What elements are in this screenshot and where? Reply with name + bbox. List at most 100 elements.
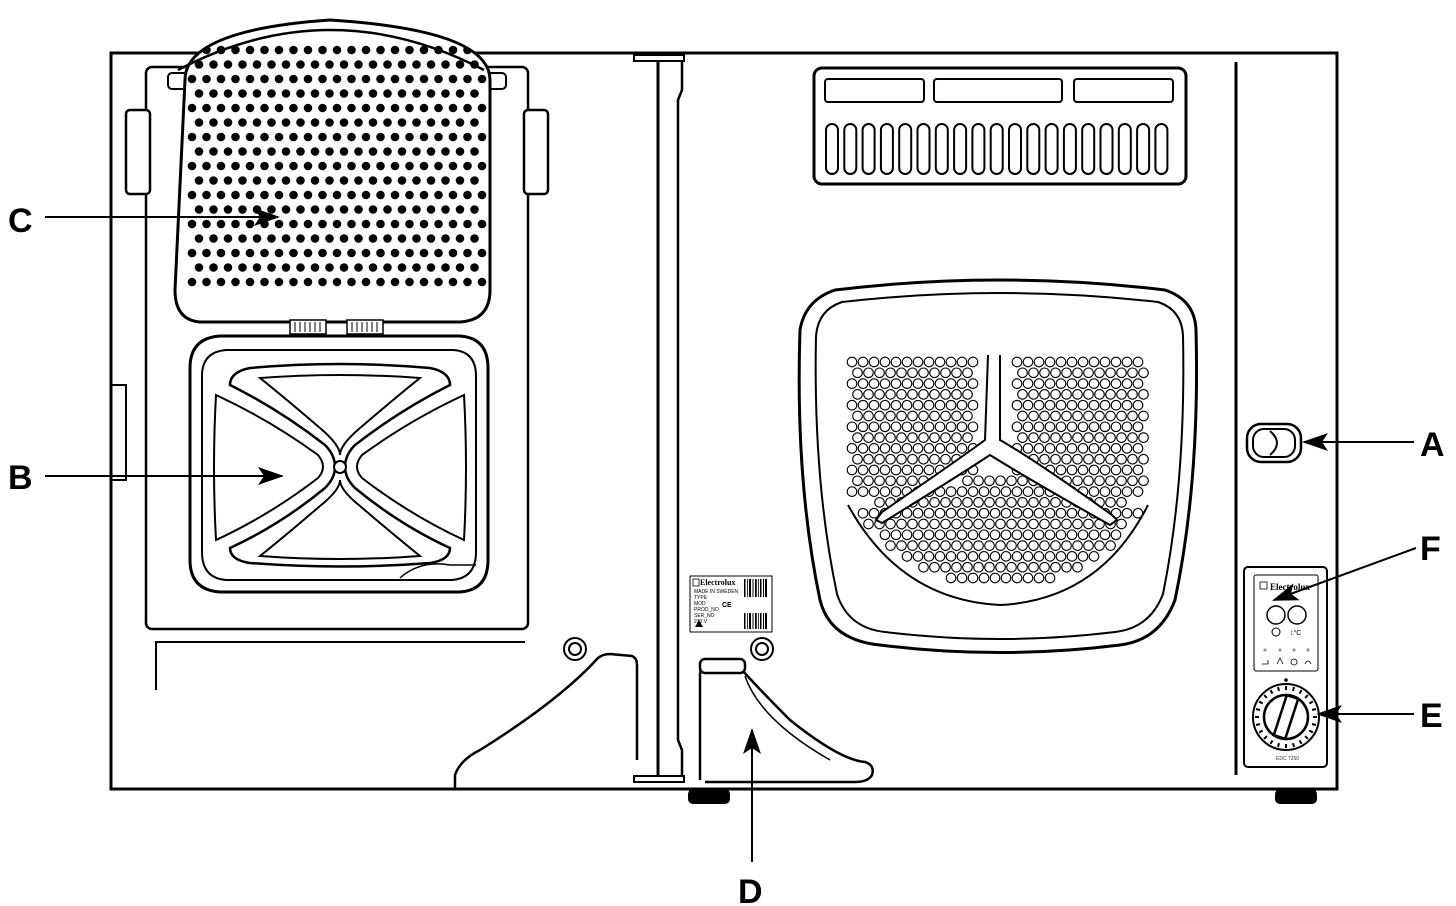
door-perforation bbox=[1072, 453, 1083, 465]
door-perforation bbox=[1017, 561, 1028, 573]
perforation-dot bbox=[470, 118, 479, 127]
door-perforation bbox=[1011, 507, 1023, 519]
door-perforation bbox=[1066, 421, 1078, 433]
perforation-dot bbox=[187, 161, 197, 171]
callout-c: C bbox=[8, 202, 280, 240]
perforation-dot bbox=[368, 234, 378, 243]
vent-slot bbox=[1062, 123, 1077, 175]
perforation-dot bbox=[455, 176, 465, 185]
door-perforation bbox=[1050, 389, 1061, 400]
perforation-dot bbox=[260, 190, 269, 200]
door-perforation bbox=[1066, 378, 1078, 389]
perforation-dot bbox=[347, 219, 356, 229]
door-perforation bbox=[1000, 507, 1012, 519]
door-perforation bbox=[1061, 540, 1072, 551]
door-perforation bbox=[1011, 399, 1023, 411]
dial-tick bbox=[1292, 686, 1295, 692]
door-perforation bbox=[1077, 421, 1089, 433]
door-perforation bbox=[973, 475, 984, 487]
perforation-dot bbox=[318, 248, 327, 258]
door-perforation bbox=[1116, 432, 1127, 443]
door-perforation bbox=[923, 529, 935, 541]
door-perforation bbox=[956, 378, 968, 389]
door-perforation bbox=[973, 561, 984, 573]
door-perforation bbox=[1105, 453, 1116, 465]
perforation-dot bbox=[267, 176, 276, 185]
door-perforation bbox=[918, 432, 929, 443]
callout-label-e: E bbox=[1420, 697, 1443, 735]
lower-duct bbox=[453, 652, 639, 789]
perforation-dot bbox=[390, 277, 400, 287]
dial-tick bbox=[1298, 689, 1303, 695]
perforation-dot bbox=[390, 161, 400, 171]
perforation-dot bbox=[209, 118, 218, 127]
door-perforation bbox=[1050, 410, 1061, 422]
door-perforation bbox=[978, 529, 990, 541]
door-perforation bbox=[945, 551, 957, 562]
door-perforation bbox=[1022, 399, 1034, 411]
door-perforation bbox=[1044, 572, 1056, 584]
vent-slot bbox=[916, 123, 931, 175]
door-perforation bbox=[962, 367, 973, 379]
perforation-dot bbox=[274, 248, 284, 258]
perforation-dot bbox=[202, 103, 211, 113]
door-perforation bbox=[962, 518, 973, 530]
perforation-dot bbox=[448, 45, 458, 55]
perforation-dot bbox=[419, 219, 429, 229]
door-perforation bbox=[929, 540, 940, 551]
perforation-dot bbox=[441, 147, 450, 156]
door-perforation bbox=[1116, 389, 1127, 400]
door-perforation bbox=[956, 529, 968, 541]
perforation-dot bbox=[426, 205, 436, 214]
door-perforation bbox=[896, 453, 907, 465]
perforation-dot bbox=[477, 277, 487, 287]
perforation-dot bbox=[419, 190, 429, 200]
perforation-dot bbox=[434, 161, 443, 171]
door-perforation bbox=[918, 518, 929, 530]
door-perforation bbox=[1017, 367, 1028, 379]
door-perforation bbox=[1088, 551, 1100, 562]
perforation-dot bbox=[470, 263, 479, 272]
perforation-dot bbox=[202, 248, 211, 258]
perforation-dot bbox=[361, 74, 371, 84]
door-perforation bbox=[1055, 551, 1067, 562]
rating-plate: Electrolux MADE IN SWEDEN TYPE MOD PROD_… bbox=[689, 575, 773, 633]
perforation-dot bbox=[376, 103, 385, 113]
door-perforation bbox=[1028, 367, 1039, 379]
perforation-dot bbox=[477, 103, 487, 113]
perforation-dot bbox=[260, 219, 269, 229]
perforation-dot bbox=[296, 147, 305, 156]
perforation-dot bbox=[419, 74, 429, 84]
door-perforation bbox=[901, 529, 913, 541]
perforation-dot bbox=[296, 89, 305, 98]
perforation-dot bbox=[289, 190, 298, 200]
door-perforation bbox=[857, 378, 869, 389]
door-perforation bbox=[918, 453, 929, 465]
perforation-dot bbox=[477, 219, 487, 229]
door-perforation bbox=[1138, 475, 1149, 487]
perforation-dot bbox=[347, 161, 356, 171]
perforation-dot bbox=[426, 147, 436, 156]
warning-icon bbox=[695, 620, 703, 627]
perforation-dot bbox=[209, 205, 218, 214]
door-perforation bbox=[1044, 399, 1056, 411]
door-perforation bbox=[1083, 475, 1094, 487]
perforation-dot bbox=[281, 234, 291, 243]
door-perforation bbox=[846, 399, 858, 411]
vent-slot bbox=[1026, 123, 1041, 175]
door-perforation bbox=[846, 356, 858, 368]
door-perforation bbox=[1022, 378, 1034, 389]
perforation-dot bbox=[361, 277, 371, 287]
perforation-dot bbox=[470, 234, 479, 243]
door-perforation bbox=[1011, 356, 1023, 368]
perforation-dot bbox=[303, 161, 313, 171]
perforation-dot bbox=[347, 45, 356, 55]
door-perforation bbox=[984, 497, 995, 508]
vent-grille bbox=[812, 66, 1188, 186]
perforation-dot bbox=[325, 176, 334, 185]
door-perforation bbox=[879, 378, 891, 389]
perforation-dot bbox=[187, 219, 197, 229]
perforation-dot bbox=[426, 60, 436, 69]
callout-e: E bbox=[1316, 697, 1443, 735]
perforation-dot bbox=[405, 74, 414, 84]
